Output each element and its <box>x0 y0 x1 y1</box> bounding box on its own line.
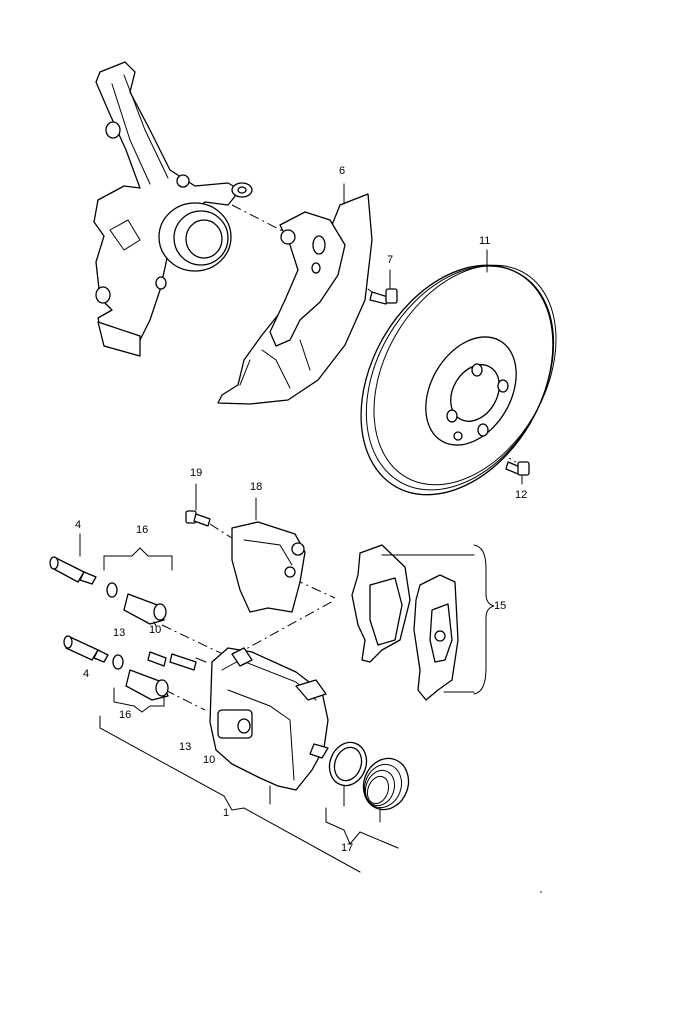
caliper-assembly-bracket-lines <box>99 715 361 873</box>
disc-retaining-bolt <box>505 461 530 476</box>
brake-caliper <box>209 647 329 791</box>
seal-ring-lower <box>112 654 124 670</box>
axis-line-pin-caliper-bottom <box>164 689 206 711</box>
callout-12: 12 <box>515 489 527 501</box>
caliper-bracket-cover <box>231 521 306 613</box>
callout-11: 11 <box>479 235 490 247</box>
bleeder-screw <box>147 651 207 671</box>
seal-kit-bracket-lines <box>325 807 399 849</box>
bracket-bolt <box>185 510 211 527</box>
steering-knuckle <box>93 61 253 357</box>
pad-bracket-lines <box>381 544 495 695</box>
bracket-bolt-16-lower-lines <box>113 687 165 713</box>
callout-labels: 6 7 11 12 19 18 4 16 10 13 4 16 13 10 15… <box>75 165 527 854</box>
speck <box>540 891 542 893</box>
callout-17: 17 <box>341 842 353 854</box>
dust-boot <box>362 757 410 811</box>
callout-16-upper: 16 <box>136 524 148 536</box>
brake-pad-outer <box>413 574 459 701</box>
callout-18: 18 <box>250 481 262 493</box>
axis-line-caliper-pads <box>234 599 336 656</box>
callout-6: 6 <box>339 165 345 177</box>
guide-sleeve-upper <box>123 593 167 625</box>
bracket-bolt-16-upper-lines <box>103 547 173 571</box>
brake-disc <box>360 264 557 496</box>
leader-lines <box>79 183 523 823</box>
callout-4-lower: 4 <box>83 668 89 680</box>
guide-pin-upper <box>49 556 97 585</box>
guide-pin-lower <box>63 635 109 663</box>
callout-10-lower: 10 <box>203 754 215 766</box>
callout-1: 1 <box>223 807 229 819</box>
callout-7: 7 <box>387 254 393 266</box>
brake-splash-shield <box>217 193 373 405</box>
piston-seal <box>328 741 368 787</box>
brake-pad-inner <box>351 544 411 663</box>
callout-10-upper: 10 <box>149 624 161 636</box>
seal-ring-upper <box>106 582 118 598</box>
callout-13-upper: 13 <box>113 627 125 639</box>
callout-19: 19 <box>190 467 202 479</box>
callout-13-lower: 13 <box>179 741 191 753</box>
guide-sleeve-lower <box>125 669 169 701</box>
callout-16-lower: 16 <box>119 709 131 721</box>
shield-bolt <box>369 288 398 305</box>
callout-4-upper: 4 <box>75 519 81 531</box>
callout-15: 15 <box>494 600 506 612</box>
